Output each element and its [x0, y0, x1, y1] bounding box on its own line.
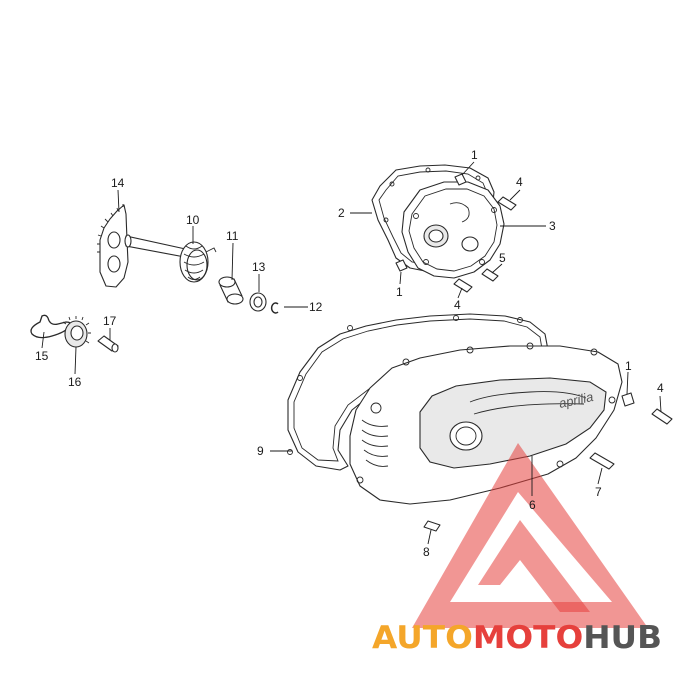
part-bolt-4-mid — [453, 278, 473, 293]
part-bolt-4-right — [651, 408, 673, 425]
part-pinion-gear — [62, 316, 91, 348]
watermark-moto: MOTO — [473, 620, 583, 656]
callout-4-top: 4 — [516, 175, 523, 189]
callout-13: 13 — [252, 260, 266, 274]
part-outer-cover: aprilia — [349, 342, 623, 505]
callout-1-right: 1 — [625, 359, 632, 373]
cover-brand-logo: aprilia — [558, 389, 595, 411]
part-bolt-5 — [481, 268, 499, 282]
part-bush — [218, 276, 244, 305]
watermark-logo-mark — [412, 443, 648, 628]
callout-4-mid: 4 — [454, 298, 461, 312]
part-bolt-8 — [423, 520, 441, 532]
callout-6: 6 — [529, 498, 536, 512]
part-bolt-7 — [589, 452, 615, 470]
callout-14: 14 — [111, 176, 125, 190]
part-dowel-left — [395, 259, 408, 272]
callout-4-right: 4 — [657, 381, 664, 395]
callout-1-top: 1 — [471, 148, 478, 162]
watermark-auto: AUTO — [372, 620, 473, 656]
callout-15: 15 — [35, 349, 49, 363]
callout-11: 11 — [226, 229, 239, 243]
callout-8: 8 — [423, 545, 430, 559]
callout-3: 3 — [549, 219, 556, 233]
part-pin — [97, 335, 119, 353]
callout-10: 10 — [186, 213, 200, 227]
leader-lines — [41, 161, 662, 545]
part-washer — [249, 292, 267, 312]
callout-12: 12 — [309, 300, 323, 314]
part-kickstart-spring — [179, 241, 217, 283]
callout-17: 17 — [103, 314, 117, 328]
callout-9: 9 — [257, 444, 264, 458]
part-kickstart-gear — [97, 204, 191, 288]
callout-2: 2 — [338, 206, 345, 220]
part-dowel-right — [621, 392, 635, 407]
watermark-hub: HUB — [583, 620, 662, 656]
callout-16: 16 — [68, 375, 82, 389]
callout-labels: 1 2 3 4 5 4 1 1 4 7 6 8 9 10 11 12 13 14… — [35, 148, 664, 559]
callout-7: 7 — [595, 485, 602, 499]
part-dowel-top — [454, 173, 467, 186]
callout-5: 5 — [499, 251, 506, 265]
part-inner-cover — [401, 181, 505, 279]
callout-1-left: 1 — [396, 285, 403, 299]
part-circlip — [270, 302, 279, 314]
part-bolt-4-top — [497, 196, 517, 211]
